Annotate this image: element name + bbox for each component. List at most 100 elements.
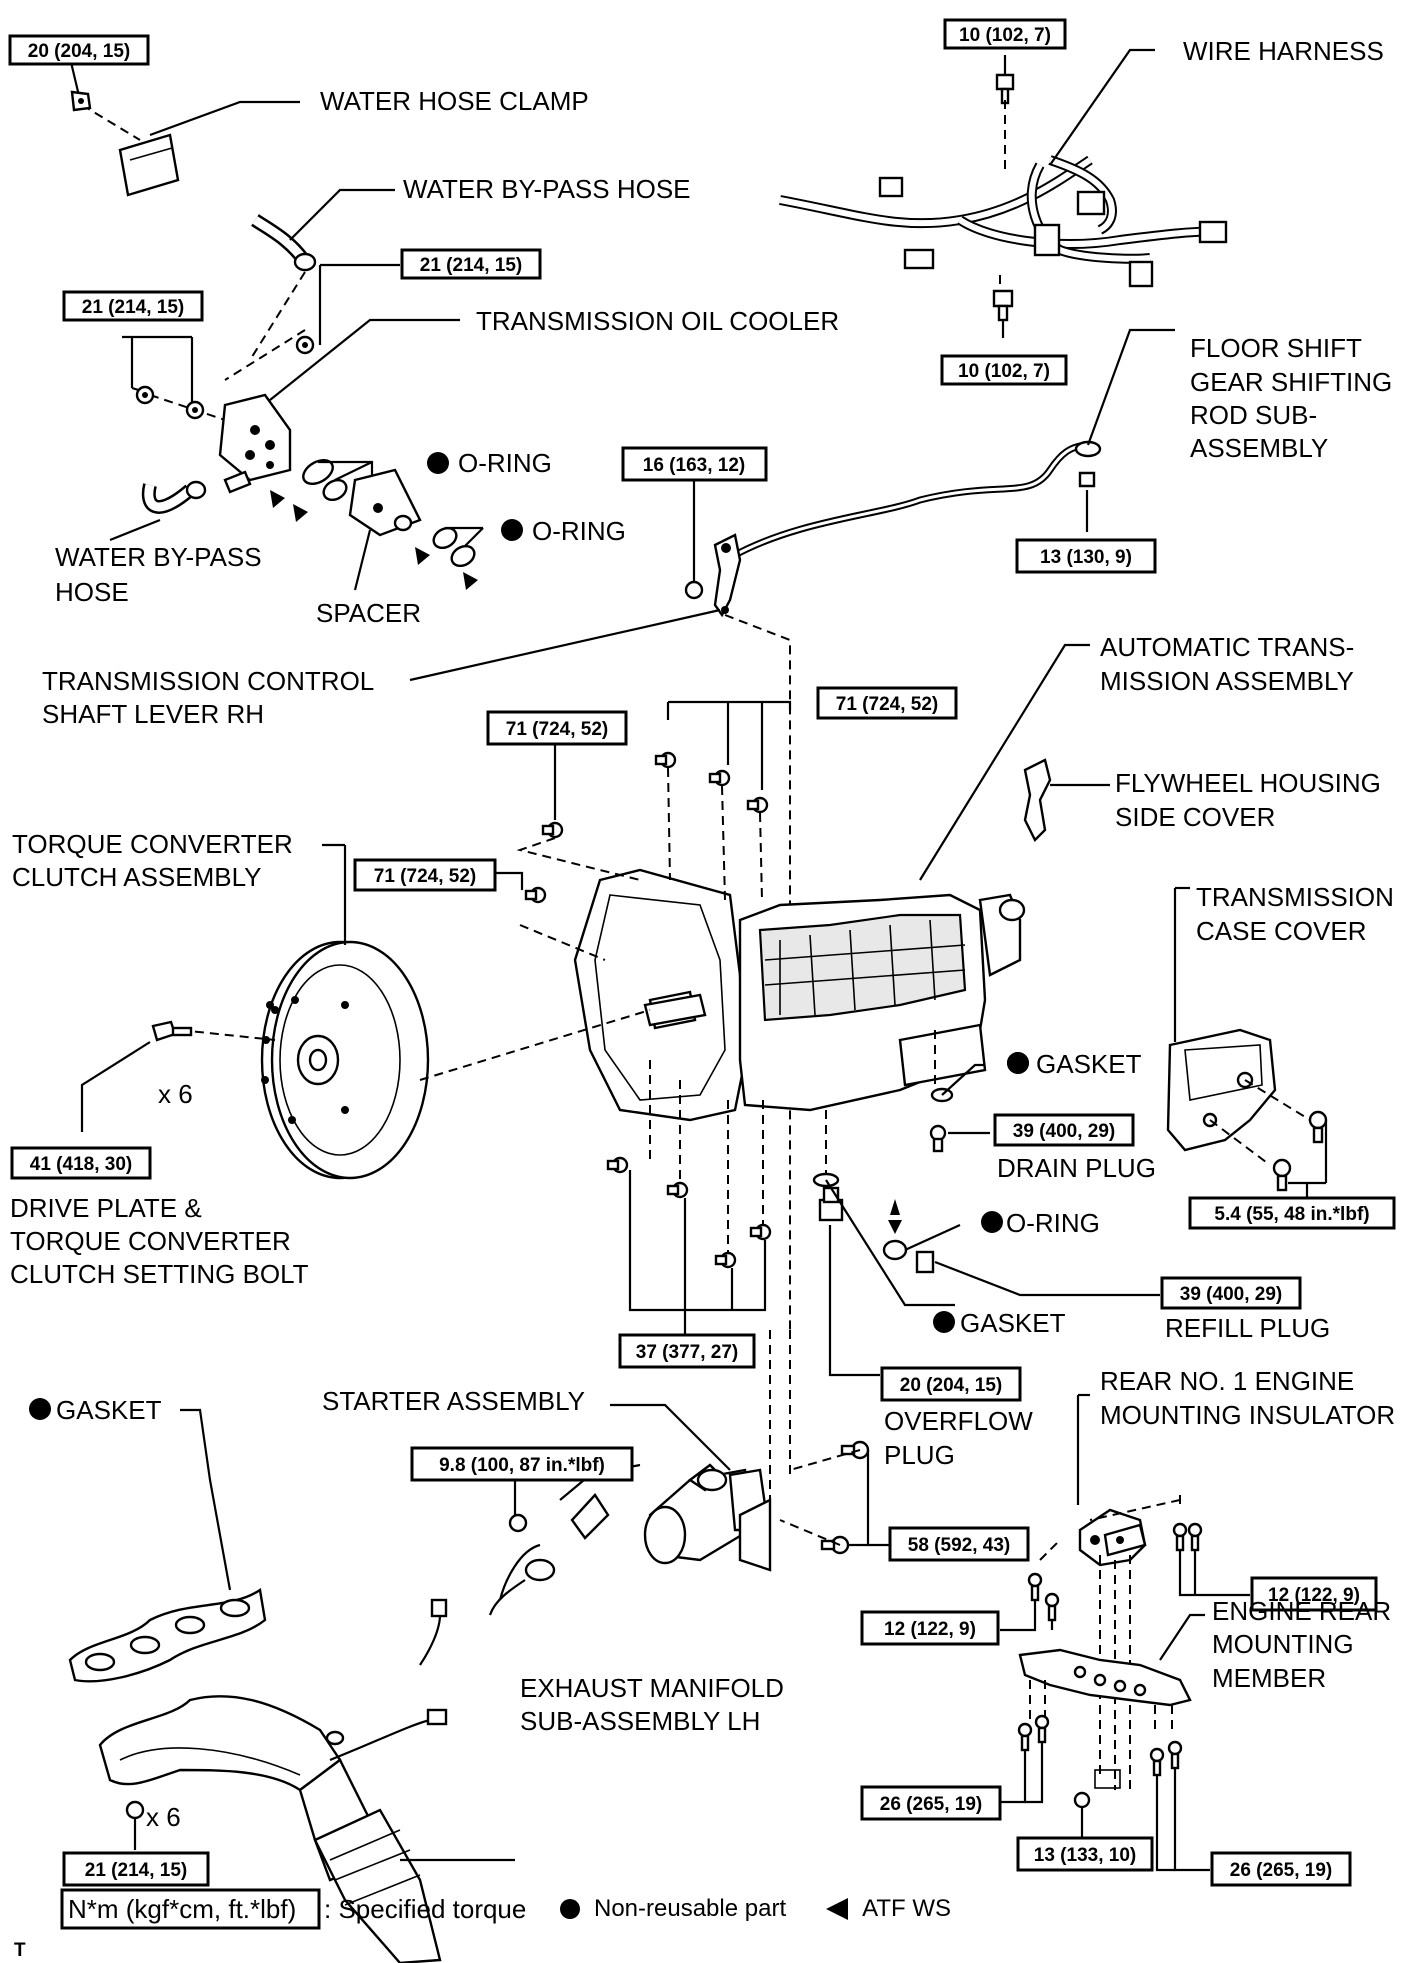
label-floor-shift-1: FLOOR SHIFT (1190, 333, 1362, 363)
label-gasket-exhaust: GASKET (56, 1395, 162, 1425)
label-water-hose-clamp: WATER HOSE CLAMP (320, 86, 589, 116)
torque-spec-cooler-left: 21 (214, 15) (62, 290, 204, 322)
filled-circle-icon (560, 1899, 580, 1919)
svg-text:26 (265, 19): 26 (265, 19) (1230, 1860, 1332, 1881)
svg-text:26 (265, 19): 26 (265, 19) (880, 1794, 982, 1815)
svg-text:12 (122, 9): 12 (122, 9) (1268, 1585, 1360, 1606)
label-x6-exhaust: x 6 (146, 1802, 181, 1832)
svg-text:58 (592, 43): 58 (592, 43) (908, 1535, 1010, 1556)
label-o-ring-2: O-RING (532, 516, 626, 546)
label-torque-converter-2: CLUTCH ASSEMBLY (12, 862, 261, 892)
label-x6-drive: x 6 (158, 1079, 193, 1109)
transmission-oil-cooler-part (122, 263, 460, 482)
label-o-ring-refill: O-RING (1006, 1208, 1100, 1238)
label-drive-plate-3: CLUTCH SETTING BOLT (10, 1259, 309, 1289)
torque-spec-wire-top: 10 (102, 7) (943, 18, 1067, 50)
svg-text:71 (724, 52): 71 (724, 52) (374, 866, 476, 887)
label-control-lever-1: TRANSMISSION CONTROL (42, 666, 374, 696)
label-gasket-drain: GASKET (1036, 1049, 1142, 1079)
svg-text:13 (133, 10): 13 (133, 10) (1034, 1845, 1136, 1866)
svg-text:20 (204, 15): 20 (204, 15) (900, 1375, 1002, 1396)
svg-text:21 (214, 15): 21 (214, 15) (82, 297, 184, 318)
svg-text:5.4 (55, 48 in.*lbf): 5.4 (55, 48 in.*lbf) (1214, 1204, 1369, 1225)
o-ring-cooler-parts (270, 452, 523, 591)
label-starter-assembly: STARTER ASSEMBLY (322, 1386, 585, 1416)
legend-nonreusable: Non-reusable part (560, 1895, 786, 1923)
exhaust-manifold-part (98, 1598, 515, 1963)
label-auto-trans-1: AUTOMATIC TRANS- (1100, 632, 1354, 662)
label-engine-rear-1: ENGINE REAR (1212, 1596, 1391, 1626)
svg-text:20 (204, 15): 20 (204, 15) (28, 41, 130, 62)
label-torque-converter-1: TORQUE CONVERTER (12, 829, 293, 859)
label-floor-shift-3: ROD SUB- (1190, 400, 1317, 430)
svg-text:16 (163, 12): 16 (163, 12) (643, 455, 745, 476)
torque-spec-case-top-right: 71 (724, 52) (816, 686, 958, 720)
label-water-bypass-hose-left-2: HOSE (55, 577, 129, 607)
label-engine-rear-3: MEMBER (1212, 1663, 1326, 1693)
torque-spec-overflow: 20 (204, 15) (880, 1366, 1022, 1402)
label-flywheel-cover-2: SIDE COVER (1115, 802, 1275, 832)
svg-text:21 (214, 15): 21 (214, 15) (420, 255, 522, 276)
legend: N*m (kgf*cm, ft.*lbf) : Specified torque (60, 1888, 526, 1930)
torque-spec-refill: 39 (400, 29) (1160, 1276, 1302, 1310)
label-refill-plug: REFILL PLUG (1165, 1313, 1330, 1343)
torque-spec-control-lever: 16 (163, 12) (621, 446, 768, 482)
case-bolts-bottom (606, 1060, 772, 1335)
water-hose-clamp-part (68, 57, 300, 197)
label-flywheel-cover-1: FLYWHEEL HOUSING (1115, 768, 1381, 798)
label-overflow-1: OVERFLOW (884, 1406, 1033, 1436)
legend-atf: ATF WS (826, 1895, 951, 1923)
torque-spec-case-left: 71 (724, 52) (353, 858, 497, 892)
label-drain-plug: DRAIN PLUG (997, 1153, 1156, 1183)
nonreusable-mark-gasket-exhaust (29, 1398, 51, 1420)
svg-text:21 (214, 15): 21 (214, 15) (85, 1860, 187, 1881)
svg-text:39 (400, 29): 39 (400, 29) (1013, 1121, 1115, 1142)
automatic-transmission-assembly-part (573, 643, 1090, 1122)
floor-shift-rod-part (733, 328, 1175, 559)
torque-spec-member-left: 26 (265, 19) (860, 1785, 1002, 1821)
label-case-cover-1: TRANSMISSION (1196, 882, 1394, 912)
water-bypass-hose-left-part (109, 470, 252, 542)
label-water-bypass-hose-top: WATER BY-PASS HOSE (403, 174, 691, 204)
label-water-bypass-hose-left-1: WATER BY-PASS (55, 542, 262, 572)
legend-torque-desc: : Specified torque (324, 1894, 526, 1924)
torque-spec-insulator-right: 12 (122, 9) (1250, 1576, 1378, 1612)
torque-spec-drive-plate: 41 (418, 30) (10, 1146, 152, 1180)
label-o-ring-1: O-RING (458, 448, 552, 478)
footer-mark: T (14, 1940, 26, 1961)
arrow-left-icon (826, 1898, 849, 1920)
torque-spec-member-right: 26 (265, 19) (1210, 1851, 1352, 1887)
label-rear-insulator-2: MOUNTING INSULATOR (1100, 1400, 1395, 1430)
torque-spec-wire-bottom: 10 (102, 7) (940, 354, 1068, 386)
svg-text:71 (724, 52): 71 (724, 52) (836, 694, 938, 715)
engine-rear-mounting-member-part (1000, 1613, 1210, 1872)
torque-converter-part (80, 843, 651, 1180)
torque-spec-clamp: 20 (204, 15) (8, 34, 150, 66)
svg-text:10 (102, 7): 10 (102, 7) (959, 25, 1051, 46)
legend-extra: Non-reusable part ATF WS (560, 1895, 951, 1923)
label-transmission-oil-cooler: TRANSMISSION OIL COOLER (476, 306, 839, 336)
torque-spec-floor-shift: 13 (130, 9) (1015, 538, 1157, 574)
label-drive-plate-2: TORQUE CONVERTER (10, 1226, 291, 1256)
label-floor-shift-2: GEAR SHIFTING (1190, 367, 1392, 397)
flywheel-housing-side-cover-part (1023, 758, 1110, 843)
label-case-cover-2: CASE COVER (1196, 916, 1367, 946)
legend-torque-key: N*m (kgf*cm, ft.*lbf) (68, 1894, 296, 1924)
svg-text:41 (418, 30): 41 (418, 30) (30, 1154, 132, 1175)
refill-plug-part (812, 1110, 1160, 1377)
nonreusable-mark-gasket-refill (933, 1311, 955, 1333)
label-gasket-refill: GASKET (960, 1308, 1066, 1338)
torque-spec-drain: 39 (400, 29) (993, 1113, 1135, 1147)
label-spacer: SPACER (316, 598, 421, 628)
label-exhaust-1: EXHAUST MANIFOLD (520, 1673, 784, 1703)
svg-text:10 (102, 7): 10 (102, 7) (958, 361, 1050, 382)
label-floor-shift-4: ASSEMBLY (1190, 433, 1328, 463)
label-auto-trans-2: MISSION ASSEMBLY (1100, 666, 1354, 696)
torque-spec-member-center: 13 (133, 10) (1016, 1836, 1154, 1872)
torque-spec-case-bottom: 37 (377, 27) (618, 1333, 756, 1369)
svg-text:39 (400, 29): 39 (400, 29) (1180, 1284, 1282, 1305)
starter-assembly-part (488, 1330, 890, 1616)
label-exhaust-2: SUB-ASSEMBLY LH (520, 1706, 760, 1736)
svg-text:71 (724, 52): 71 (724, 52) (506, 719, 608, 740)
